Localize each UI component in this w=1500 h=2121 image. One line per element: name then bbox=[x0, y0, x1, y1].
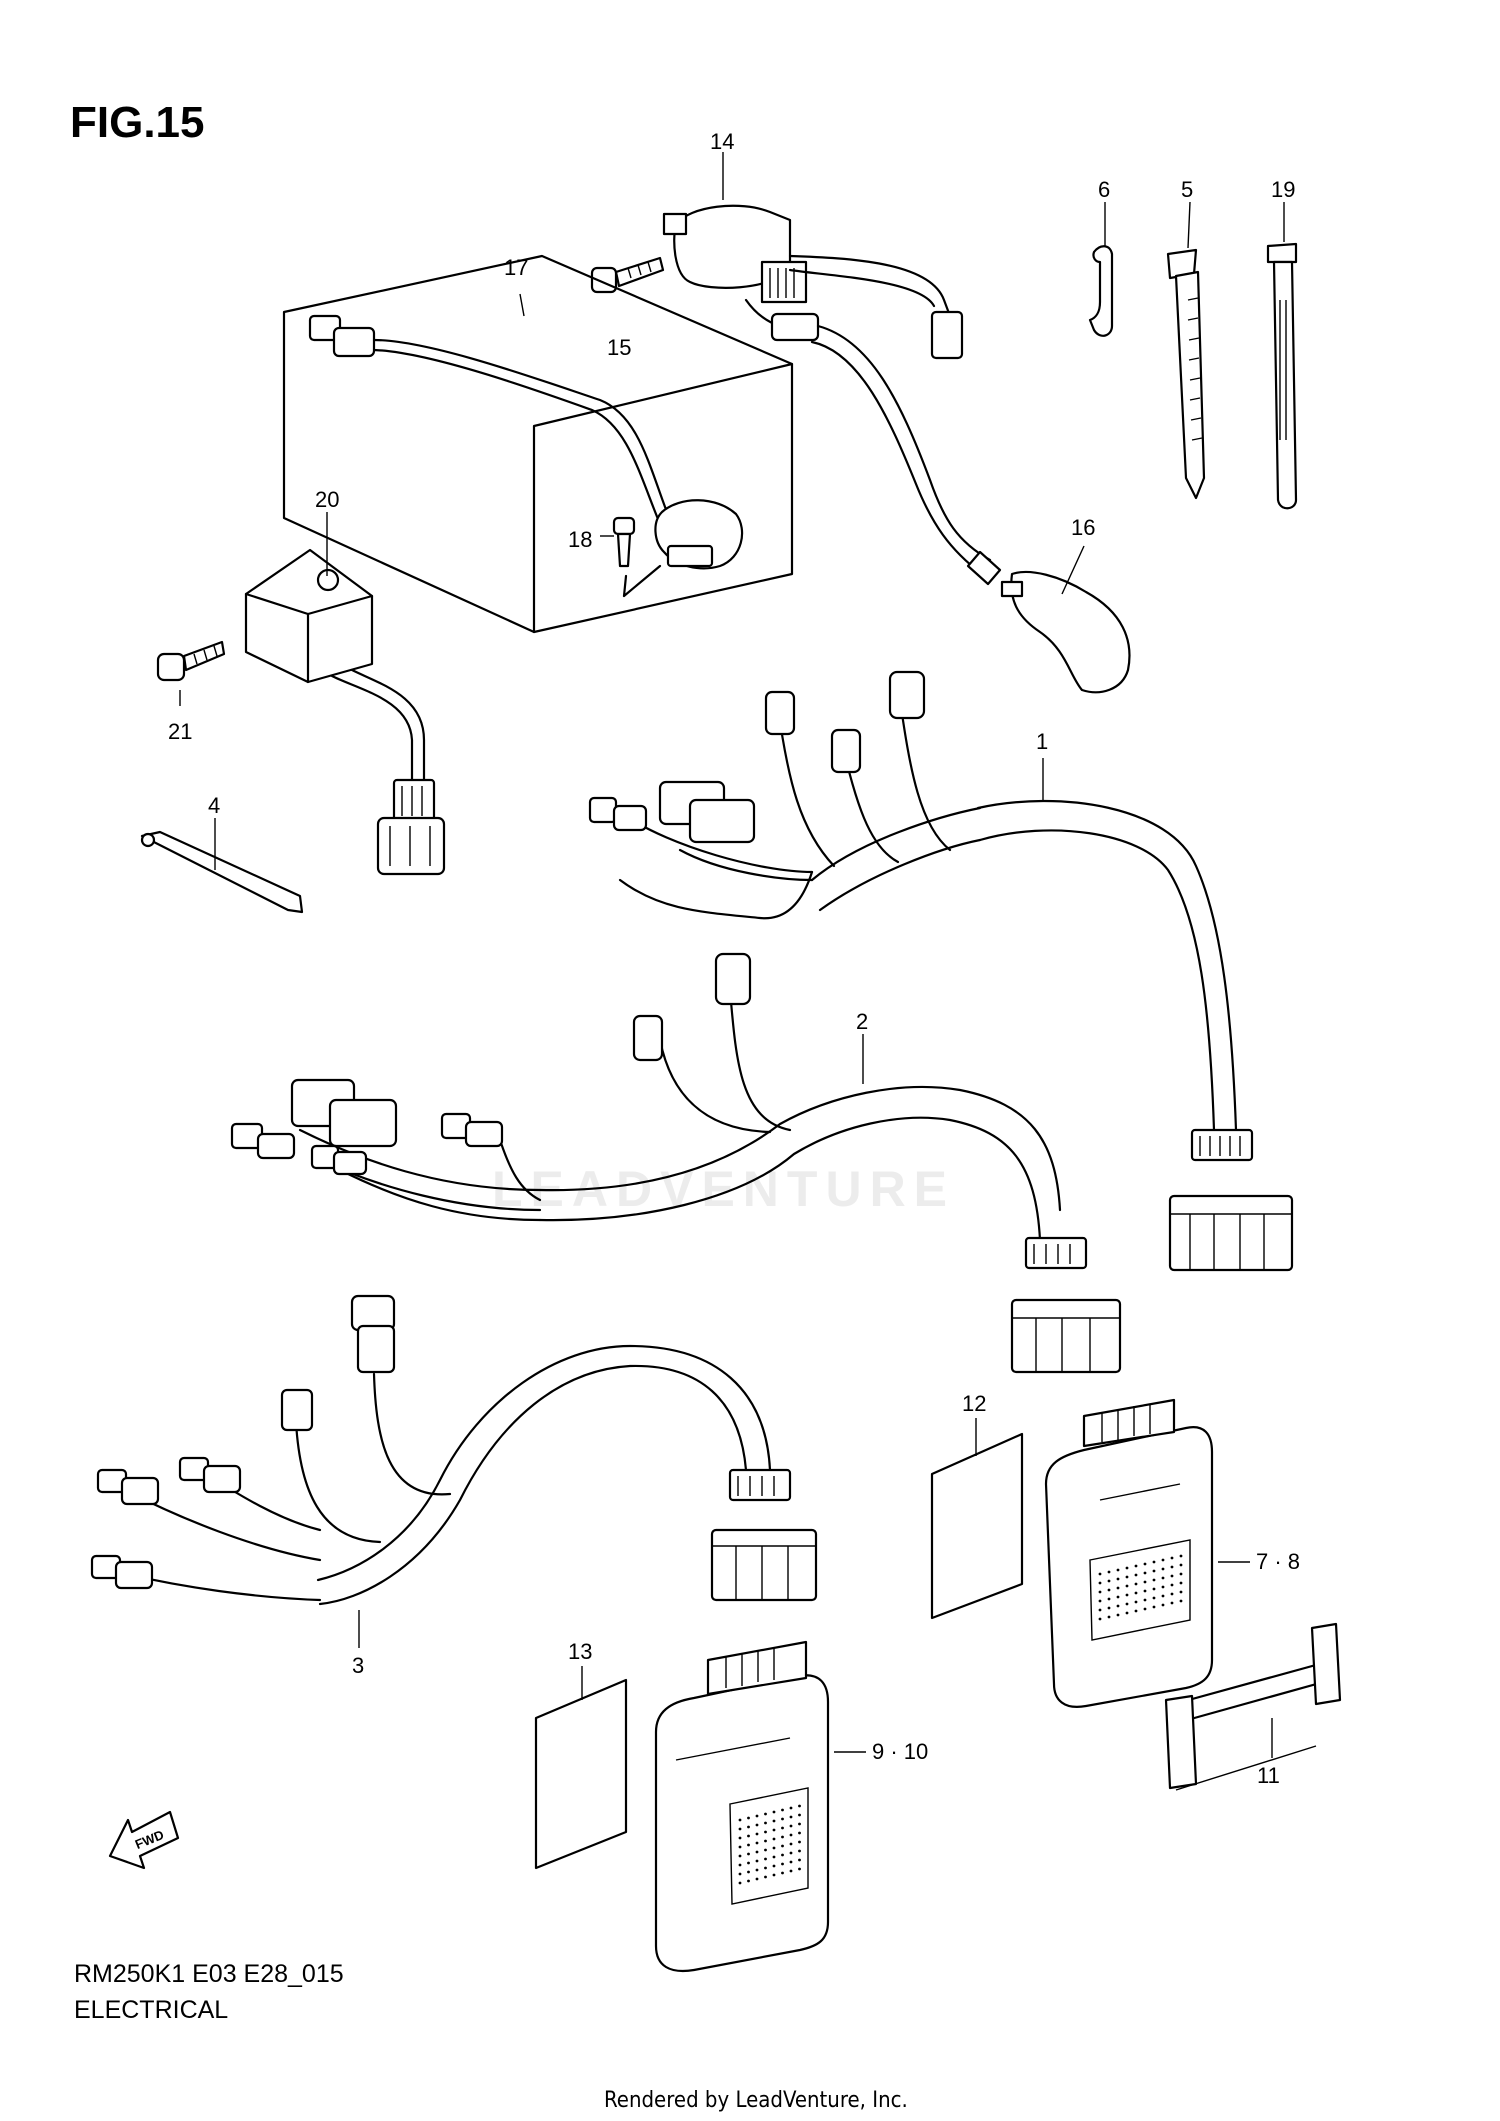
callout-6: 6 bbox=[1098, 177, 1111, 202]
ecu-module-part-7-8 bbox=[1046, 1400, 1212, 1707]
callout-19: 19 bbox=[1271, 177, 1296, 202]
leader-line-5 bbox=[1188, 202, 1190, 248]
screw-part-18 bbox=[614, 518, 634, 566]
ground-strap-part-4 bbox=[142, 832, 302, 912]
callout-11: 11 bbox=[1257, 1763, 1280, 1788]
label-card-part-12 bbox=[932, 1434, 1022, 1618]
diagram-code: RM250K1 E03 E28_015 bbox=[74, 1960, 344, 1988]
callout-16: 16 bbox=[1071, 515, 1096, 540]
callout-20: 20 bbox=[315, 487, 340, 512]
callout-9-10: 9 · 10 bbox=[872, 1739, 929, 1764]
wiring-harness-part-3 bbox=[92, 1296, 816, 1604]
strap-part-11 bbox=[1166, 1624, 1340, 1790]
callout-13: 13 bbox=[568, 1639, 593, 1664]
callout-2: 2 bbox=[856, 1009, 869, 1034]
sensor-kit-part-17 bbox=[284, 256, 792, 632]
callout-5: 5 bbox=[1181, 177, 1194, 202]
ecu-module-part-9-10 bbox=[656, 1642, 828, 1971]
rendered-by-credit: Rendered by LeadVenture, Inc. bbox=[604, 2088, 908, 2113]
leader-line-16 bbox=[1062, 546, 1084, 594]
callout-14: 14 bbox=[710, 129, 735, 154]
ignition-coil-part-14 bbox=[664, 206, 990, 574]
callout-3: 3 bbox=[352, 1653, 365, 1678]
bolt-part-21 bbox=[158, 642, 224, 680]
wiring-harness-part-2 bbox=[232, 954, 1120, 1372]
callout-4: 4 bbox=[208, 793, 221, 818]
spark-plug-cap-part-16 bbox=[968, 552, 1129, 692]
label-card-part-13 bbox=[536, 1680, 626, 1868]
forward-direction-arrow-icon: FWD bbox=[110, 1812, 178, 1868]
figure-title: FIG.15 bbox=[70, 98, 205, 147]
ecu-module-part-7-8-dots bbox=[1098, 1554, 1183, 1621]
band-part-19 bbox=[1268, 244, 1296, 508]
callout-12: 12 bbox=[962, 1391, 987, 1416]
leader-line-17 bbox=[520, 294, 524, 316]
bolt-part-15 bbox=[592, 258, 663, 292]
callout-17: 17 bbox=[504, 255, 529, 280]
callout-7-8: 7 · 8 bbox=[1256, 1549, 1301, 1574]
callout-21: 21 bbox=[168, 719, 193, 744]
diagram-name: ELECTRICAL bbox=[74, 1996, 229, 2024]
callout-1: 1 bbox=[1036, 729, 1049, 754]
callout-18: 18 bbox=[568, 527, 593, 552]
callout-15: 15 bbox=[607, 335, 632, 360]
cable-tie-part-5 bbox=[1168, 250, 1204, 498]
wiring-harness-part-1 bbox=[590, 672, 1292, 1270]
cdi-unit-part-20 bbox=[246, 550, 444, 874]
ecu-module-part-9-10-dots bbox=[738, 1804, 801, 1885]
clamp-part-6 bbox=[1090, 246, 1112, 336]
